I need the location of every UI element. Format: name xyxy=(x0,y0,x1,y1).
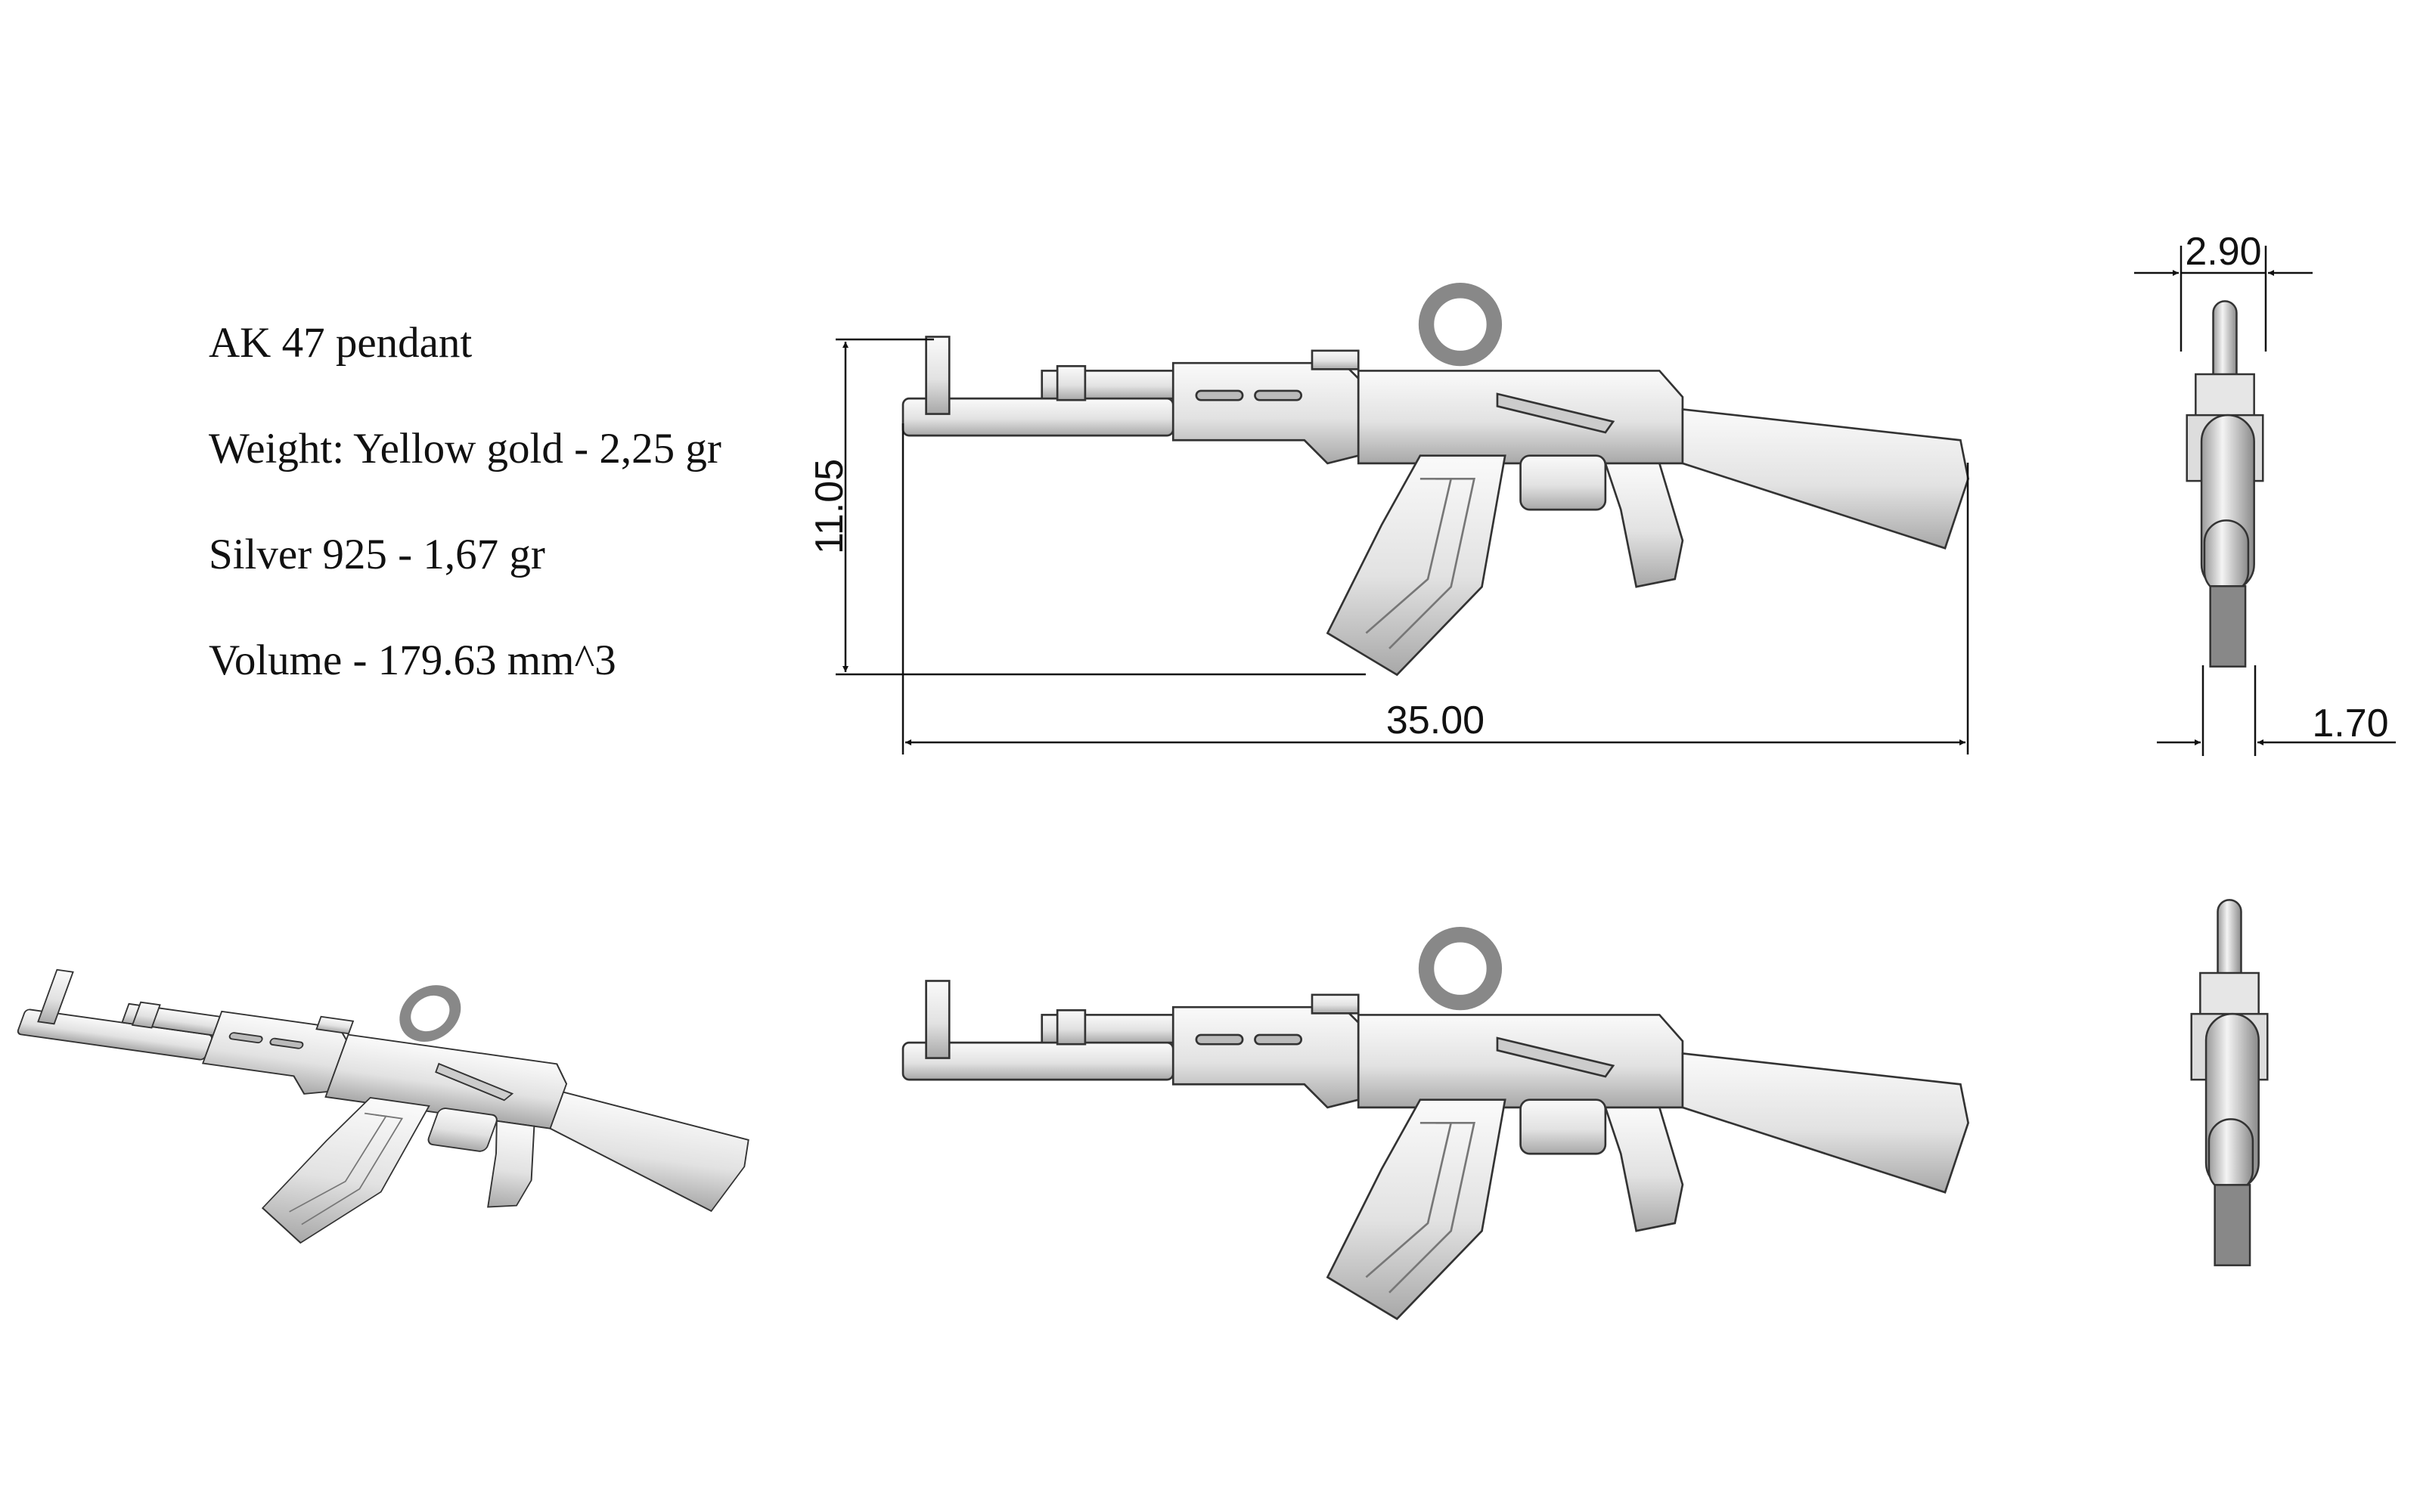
height-label: 11.05 xyxy=(808,459,852,554)
weight-silver: Silver 925 - 1,67 gr xyxy=(209,531,545,578)
width-top-label: 2.90 xyxy=(2185,230,2261,274)
rifle-isometric-view xyxy=(0,937,790,1299)
weight-gold: Weight: Yellow gold - 2,25 gr xyxy=(209,425,721,472)
length-dimension: 35.00 xyxy=(901,423,1969,754)
width-bottom-dimension: 1.70 xyxy=(2157,665,2396,756)
width-top-dimension: 2.90 xyxy=(2134,230,2313,352)
volume: Volume - 179.63 mm^3 xyxy=(209,637,616,684)
length-label: 35.00 xyxy=(1386,699,1485,742)
rifle-side-view xyxy=(903,290,1969,674)
width-bottom-label: 1.70 xyxy=(2312,702,2388,745)
rifle-front-view xyxy=(2186,300,2264,668)
product-title: AK 47 pendant xyxy=(209,319,473,367)
height-dimension: 11.05 xyxy=(808,338,1366,676)
rifle-front-view-2 xyxy=(2190,899,2269,1266)
specs-block: AK 47 pendant Weight: Yellow gold - 2,25… xyxy=(209,290,721,714)
rifle-side-view-2 xyxy=(903,934,1969,1318)
